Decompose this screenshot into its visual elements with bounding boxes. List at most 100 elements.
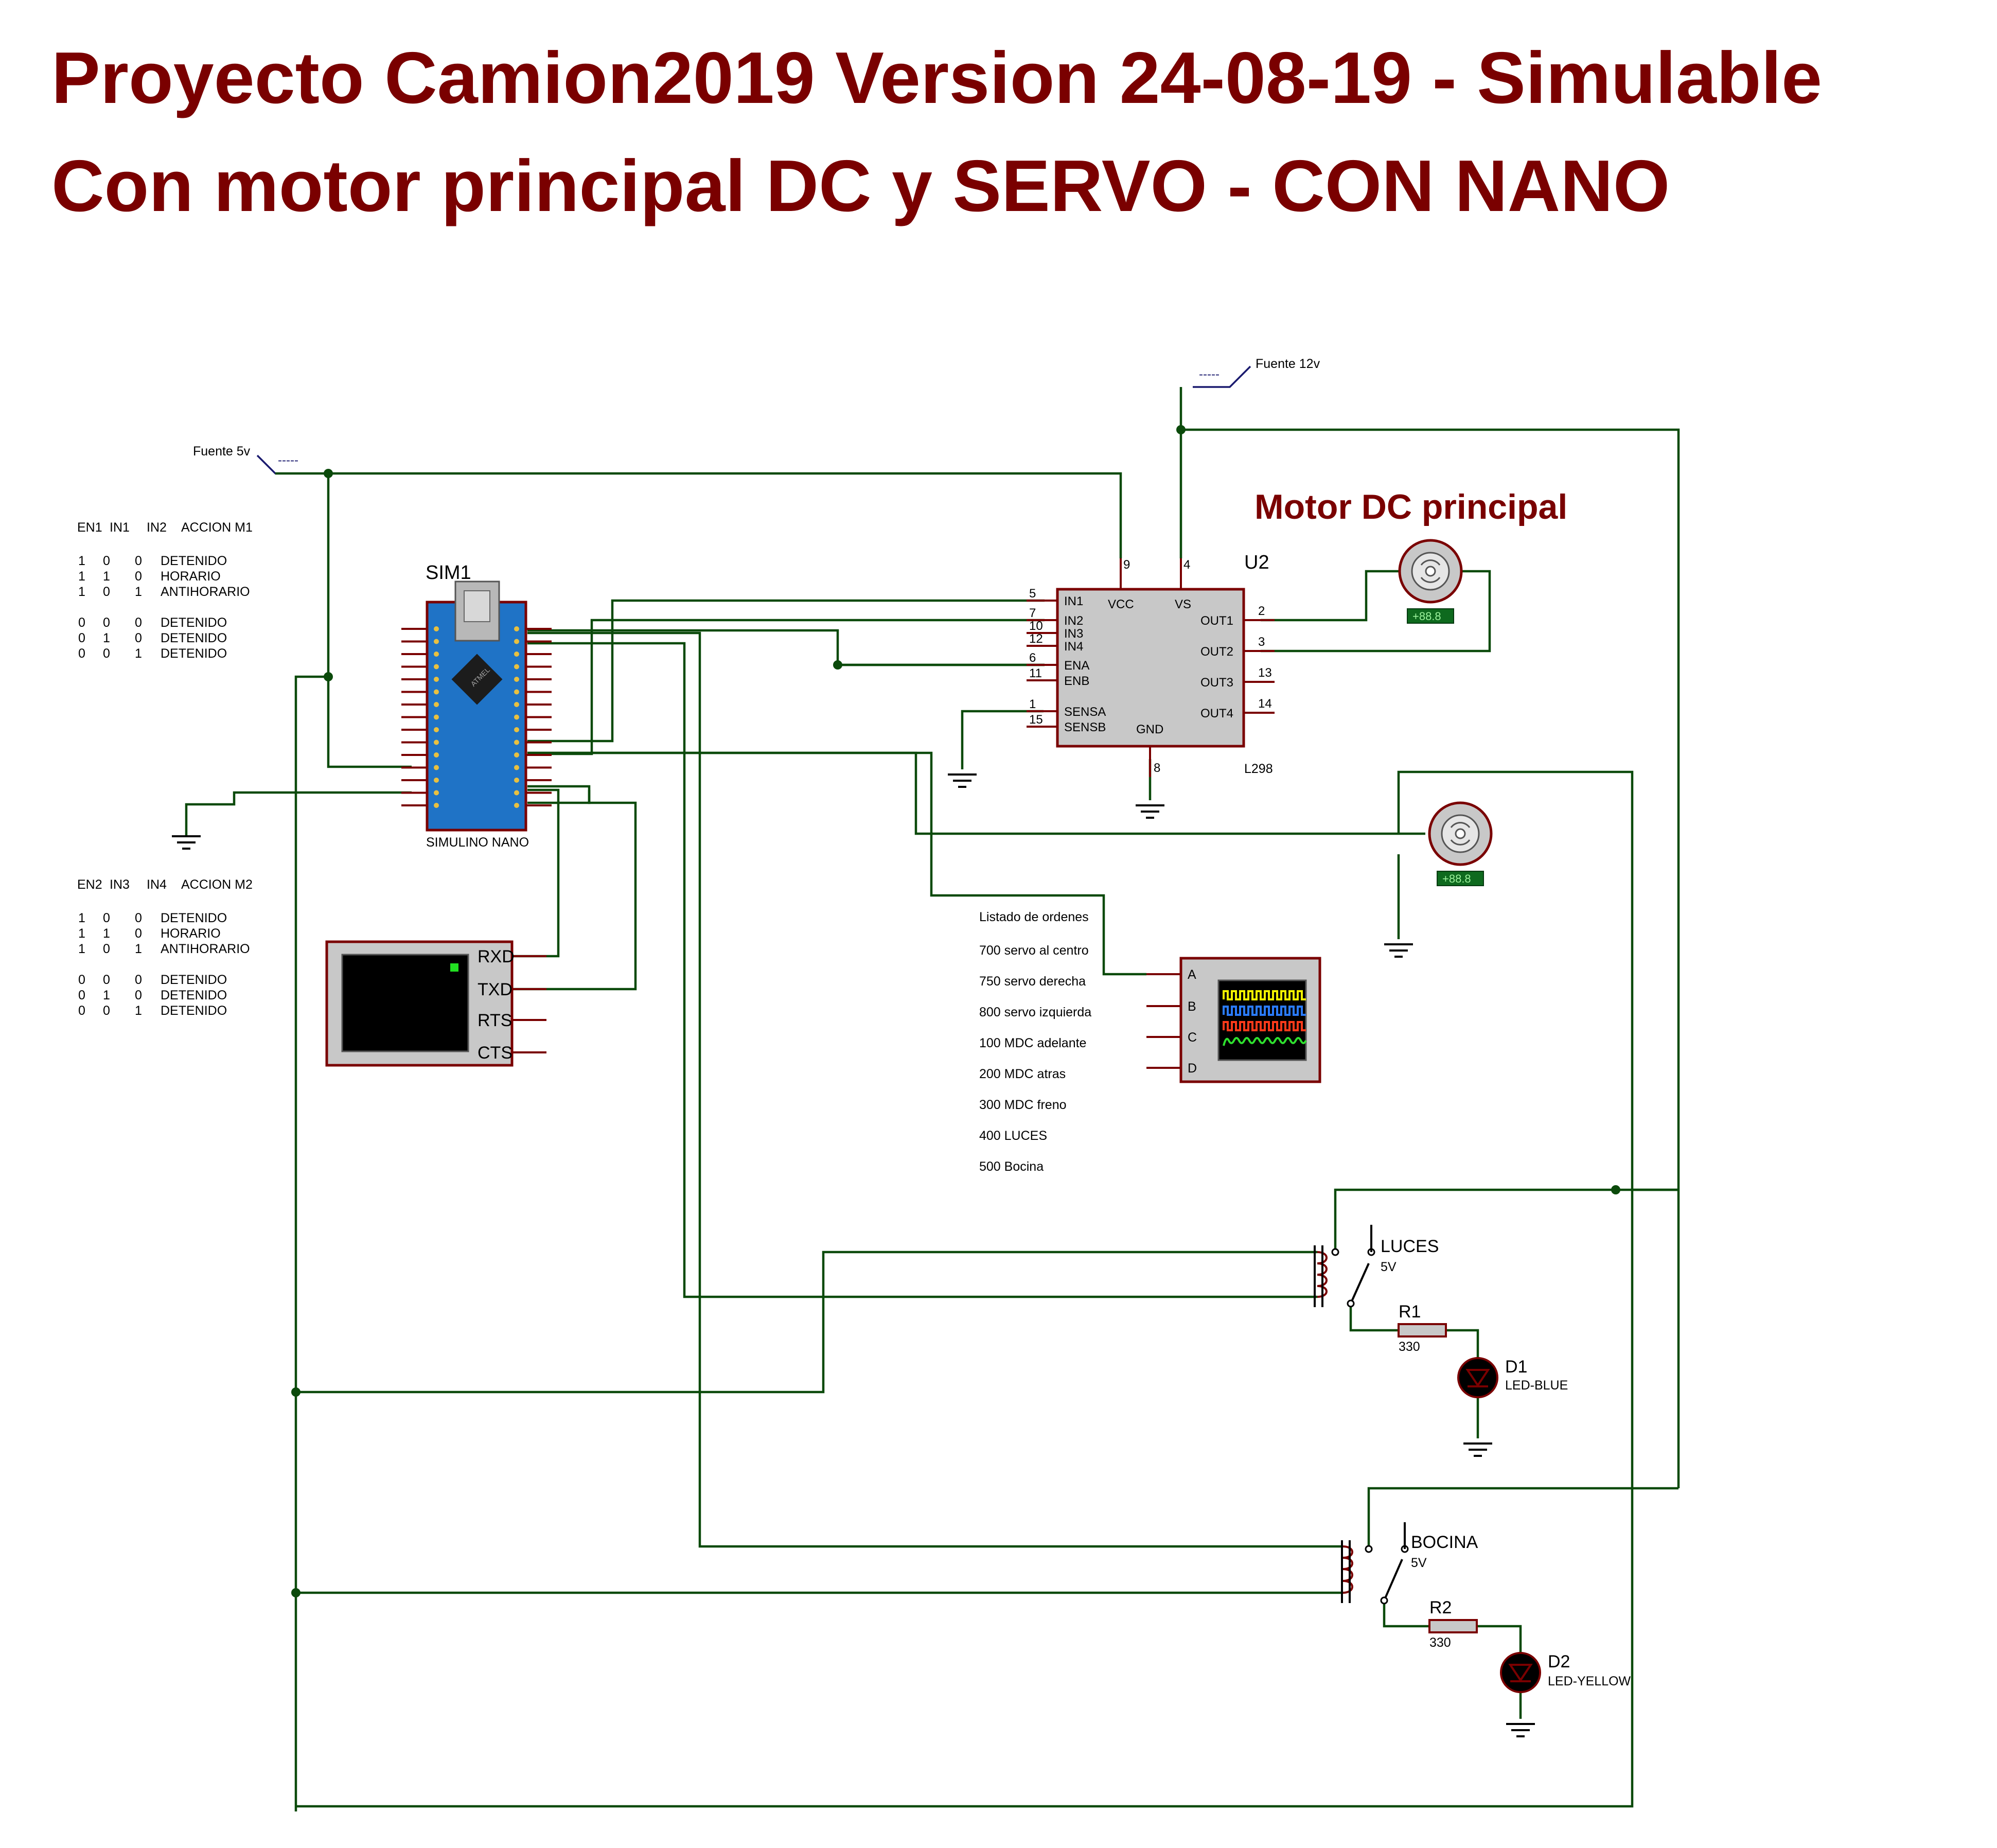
table-cell: 1 (78, 569, 85, 584)
svg-text:-----: ----- (1199, 367, 1220, 381)
table-cell: 0 (135, 615, 142, 630)
table-cell: DETENIDO (161, 554, 227, 568)
table-cell: 0 (103, 615, 110, 630)
order-item: 200 MDC atras (979, 1067, 1066, 1081)
table-cell: 1 (103, 988, 110, 1002)
table-cell: 1 (78, 585, 85, 599)
relay2-rating: 5V (1411, 1556, 1427, 1570)
motor-dc-main[interactable]: +88.8 (1398, 539, 1463, 624)
power-5v-symbol: ----- Fuente 5v (193, 444, 314, 474)
table-cell: 0 (78, 973, 85, 987)
table-cell: DETENIDO (161, 631, 227, 645)
terminal-screen (341, 954, 469, 1052)
svg-text:IN4: IN4 (147, 877, 167, 892)
orders-title: Listado de ordenes (979, 910, 1089, 924)
motor-title: Motor DC principal (1254, 487, 1567, 526)
svg-text:ACCION M2: ACCION M2 (181, 877, 253, 892)
order-item: 800 servo izquierda (979, 1005, 1091, 1019)
table-cell: 0 (103, 1004, 110, 1018)
order-item: 500 Bocina (979, 1159, 1044, 1174)
table-cell: DETENIDO (161, 988, 227, 1002)
relay-switch-icon (1350, 1263, 1370, 1304)
pin-number: 6 (1029, 651, 1036, 665)
svg-text:IN3: IN3 (110, 877, 130, 892)
svg-text:9: 9 (1123, 558, 1130, 572)
ground-symbols (172, 773, 1535, 1737)
oscilloscope[interactable]: A B C D (1146, 957, 1321, 1083)
relay-luces[interactable]: LUCES 5V (1301, 1225, 1439, 1308)
table-cell: 1 (135, 646, 142, 661)
pin-name: OUT4 (1200, 707, 1233, 720)
pin-name: IN1 (1064, 594, 1083, 608)
motor1-readout: +88.8 (1412, 610, 1441, 623)
scope-channel-label: A (1188, 967, 1196, 982)
terminal-pin-label: CTS (478, 1043, 512, 1063)
ground-icon (1506, 1723, 1535, 1737)
pin-number: 5 (1029, 587, 1036, 601)
scope-channel-label: C (1188, 1030, 1197, 1045)
junctions (291, 425, 1620, 1597)
arduino-nano[interactable]: SIM1 ATMEL SIMULINO NANO (401, 562, 552, 850)
led-icon (1500, 1652, 1541, 1693)
nano-ref: SIM1 (426, 562, 471, 584)
scope-channel-label: B (1188, 999, 1196, 1014)
power-12v-label: Fuente 12v (1256, 357, 1320, 371)
pin-name: IN4 (1064, 640, 1083, 654)
pin-name: ENB (1064, 674, 1089, 688)
pin-name: OUT3 (1200, 676, 1233, 690)
svg-text:EN2: EN2 (77, 877, 102, 892)
table-cell: 0 (135, 569, 142, 584)
pin-number: 15 (1029, 713, 1043, 727)
wires (185, 387, 1680, 1811)
table-cell: 0 (103, 973, 110, 987)
table-cell: HORARIO (161, 926, 221, 941)
led-d2[interactable]: D2 LED-YELLOW (1500, 1652, 1631, 1693)
svg-text:4: 4 (1183, 558, 1190, 572)
relay1-name: LUCES (1381, 1237, 1439, 1256)
relay2-name: BOCINA (1411, 1533, 1478, 1552)
resistor-r1[interactable]: R1 330 (1398, 1302, 1447, 1354)
table-cell: 0 (135, 973, 142, 987)
pin-name: ENA (1064, 659, 1089, 673)
pin-number: 13 (1258, 666, 1272, 680)
r2-value: 330 (1429, 1635, 1451, 1650)
scope-screen (1217, 979, 1307, 1061)
table-cell: 0 (103, 585, 110, 599)
table-cell: 1 (103, 926, 110, 941)
table-cell: 1 (103, 631, 110, 645)
table-cell: 1 (135, 942, 142, 956)
motor-dc-servo[interactable]: +88.8 (1428, 801, 1493, 886)
l298-driver[interactable]: U2 9 4 VCC VS 8 GND 5IN17IN210IN312IN46E… (1027, 552, 1275, 777)
scope-trace (1223, 1021, 1306, 1031)
r1-value: 330 (1399, 1340, 1420, 1354)
table-cell: 0 (135, 988, 142, 1002)
table-cell: 0 (78, 646, 85, 661)
r2-ref: R2 (1429, 1598, 1452, 1617)
led-d1[interactable]: D1 LED-BLUE (1457, 1357, 1568, 1398)
relay1-rating: 5V (1381, 1260, 1397, 1274)
table-cell: 0 (78, 631, 85, 645)
relay-bocina[interactable]: BOCINA 5V (1327, 1522, 1478, 1605)
table-cell: DETENIDO (161, 911, 227, 925)
svg-text:ACCION M1: ACCION M1 (181, 520, 253, 535)
pin-name: OUT2 (1200, 645, 1233, 659)
table-cell: DETENIDO (161, 1004, 227, 1018)
scope-channel-label: D (1188, 1061, 1197, 1076)
driver-body (1056, 588, 1245, 748)
pin-number: 12 (1029, 632, 1043, 646)
power-5v-label: Fuente 5v (193, 444, 251, 459)
order-item: 400 LUCES (979, 1129, 1047, 1143)
driver-part: L298 (1244, 762, 1273, 776)
table-cell: DETENIDO (161, 615, 227, 630)
pin-name: SENSA (1064, 705, 1106, 719)
motor2-readout: +88.8 (1442, 872, 1471, 885)
pin-number: 14 (1258, 697, 1272, 711)
pin-name: SENSB (1064, 720, 1106, 734)
nano-name: SIMULINO NANO (426, 835, 529, 850)
relay-switch-icon (1383, 1559, 1403, 1601)
resistor-r2[interactable]: R2 330 (1428, 1598, 1478, 1650)
table-cell: 1 (78, 942, 85, 956)
svg-text:GND: GND (1136, 723, 1163, 736)
